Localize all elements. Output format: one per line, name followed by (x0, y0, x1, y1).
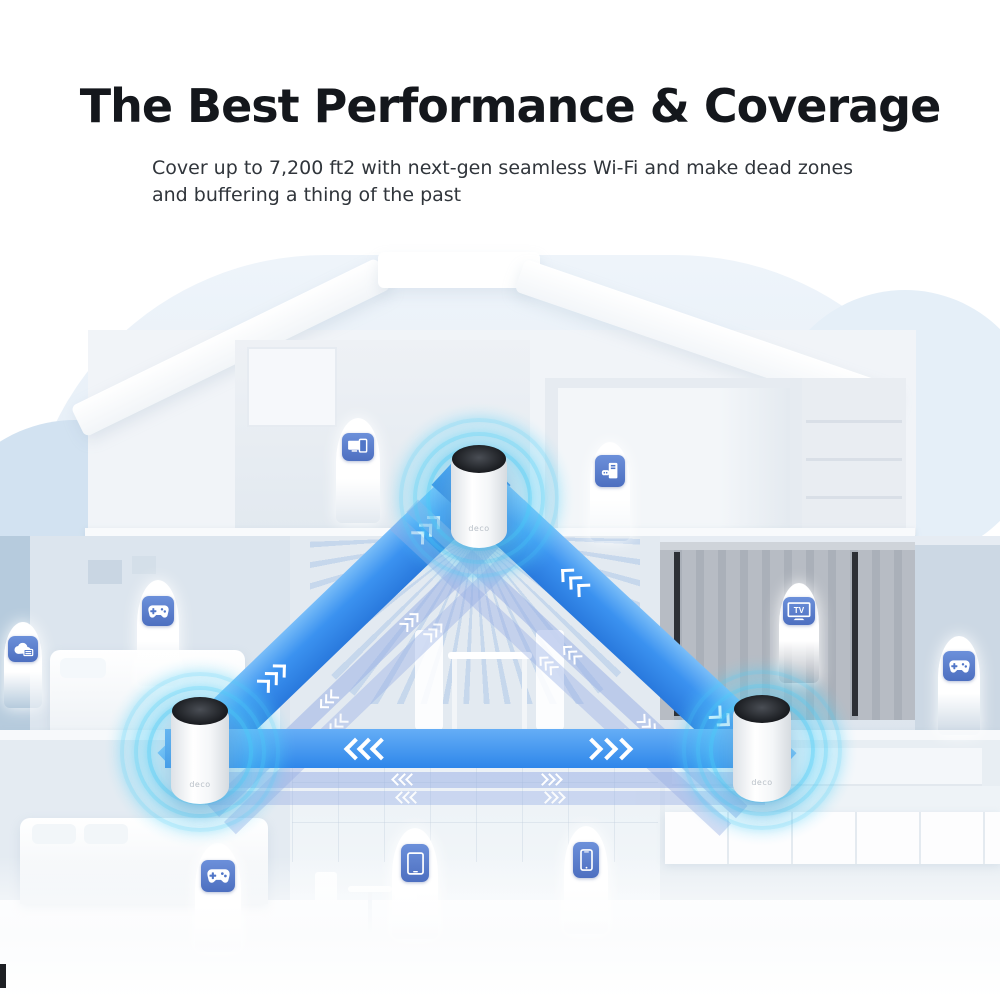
chevrons-left-icon (318, 689, 340, 710)
closet-shelf (806, 458, 902, 461)
page-title: The Best Performance & Coverage (79, 78, 942, 133)
deco-unit-right: deco (662, 650, 862, 850)
gaming-pc-icon (595, 455, 625, 487)
glow-ring (399, 418, 559, 578)
deco-logo: deco (751, 778, 773, 787)
pillow (60, 658, 106, 678)
pillow (84, 824, 128, 844)
device-arch (195, 843, 241, 952)
deco-top-vent (734, 695, 790, 723)
upper-right-closet (802, 378, 906, 532)
device-arch (564, 826, 608, 934)
dining-table-top (448, 652, 532, 659)
chevrons-left-icon (561, 644, 583, 665)
deco-unit-left: deco (100, 652, 300, 852)
deco-top-vent (172, 697, 228, 725)
tv-icon: TV (783, 597, 815, 625)
roof-top-flat (378, 252, 540, 288)
chevrons-left-icon (343, 737, 393, 761)
glow-ring (134, 686, 266, 818)
band-stripe-sub (205, 791, 765, 805)
closet-shelf (806, 420, 902, 423)
deco-unit-top: deco (379, 398, 579, 598)
corner-artifact (0, 964, 6, 988)
deco-logo: deco (189, 780, 211, 789)
deco-top-vent (452, 445, 506, 473)
deco-cylinder: deco (451, 445, 507, 548)
chevrons-right-icon (399, 611, 420, 632)
chevrons-right-icon (539, 791, 566, 804)
chevrons-right-icon (536, 773, 563, 786)
chevrons-right-icon (423, 622, 444, 643)
picture-frame (88, 560, 122, 584)
subtitle: Cover up to 7,200 ft2 with next-gen seam… (152, 155, 932, 209)
floor-fade (0, 856, 1000, 1000)
chevrons-left-icon (538, 655, 560, 676)
device-arch (4, 622, 42, 708)
device-arch (392, 828, 438, 939)
glow-ring (696, 684, 828, 816)
game-controller-icon (201, 860, 235, 892)
house-illustration: TV (0, 220, 1000, 1000)
upper-left-window (247, 347, 337, 427)
device-arch (336, 418, 380, 523)
closet-shelf (806, 496, 902, 499)
glow-ring (682, 670, 842, 830)
subtitle-line-2: and buffering a thing of the past (152, 184, 462, 206)
cloud-storage-icon (8, 636, 38, 662)
chevrons-left-icon (395, 791, 422, 804)
deco-cylinder: deco (733, 695, 791, 802)
device-arch (938, 636, 980, 735)
deco-cylinder: deco (171, 697, 229, 804)
chevrons-right-icon (580, 737, 634, 761)
dining-chair (415, 630, 443, 730)
device-arch (590, 442, 630, 541)
subtitle-line-1: Cover up to 7,200 ft2 with next-gen seam… (152, 157, 854, 179)
desktop-monitor-icon (342, 433, 374, 461)
deco-logo: deco (468, 524, 490, 533)
curtain-slit (852, 552, 858, 716)
glow-ring (120, 672, 280, 832)
game-controller-icon (142, 596, 174, 626)
picture-frame (132, 556, 156, 574)
dining-table-leg (522, 659, 527, 729)
chevrons-left-icon (391, 773, 418, 786)
tablet-icon (401, 844, 429, 882)
tv-label: TV (794, 605, 805, 614)
band-stripe-sub (205, 772, 765, 788)
glow-ring (413, 432, 545, 564)
curtain-slit (674, 552, 680, 716)
dining-table-leg (452, 659, 457, 729)
smartphone-icon (573, 842, 599, 878)
pillow (32, 824, 76, 844)
game-controller-icon (943, 651, 975, 681)
curtain-pelmet (660, 542, 915, 550)
